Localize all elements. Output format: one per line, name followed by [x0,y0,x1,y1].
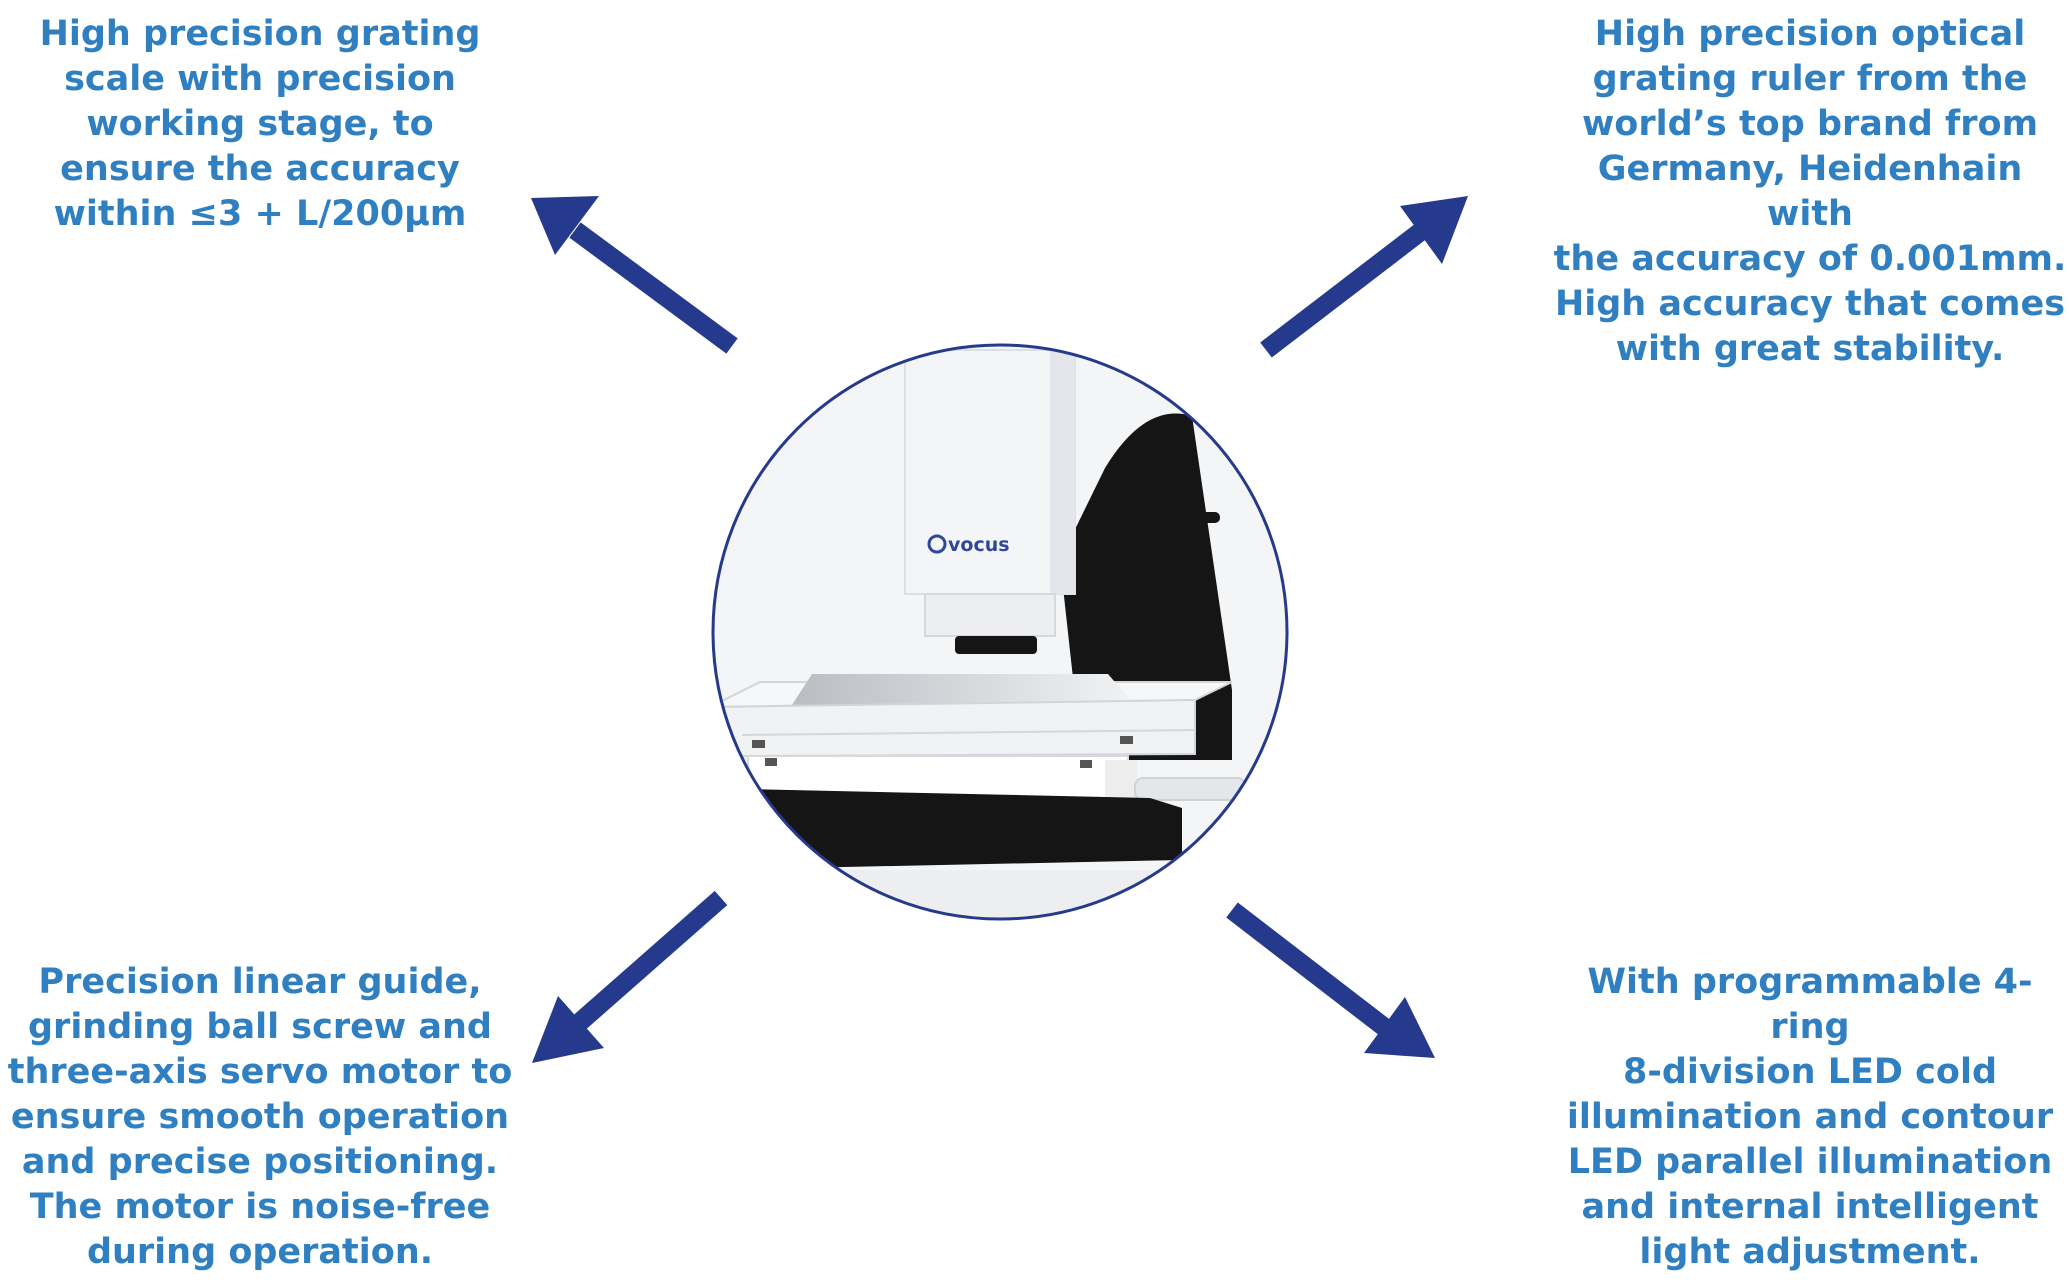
callout-top-left: High precision grating scale with precis… [39,14,481,234]
arrow-down-left-icon [532,890,728,1063]
arrow-up-left-icon [531,196,738,354]
machine-photo: vocus [713,345,1287,919]
callout-bottom-left: Precision linear guide, grinding ball sc… [7,962,513,1272]
logo-text: vocus [948,534,1010,556]
callout-bottom-right: With programmable 4-ring 8-division LED … [1566,962,2054,1272]
arrow-down-right-icon [1226,902,1435,1058]
vocus-logo-icon [927,534,947,554]
arrow-up-right-icon [1260,196,1468,358]
image-circle-frame [711,343,1289,921]
callout-top-right: High precision optical grating ruler fro… [1553,14,2067,369]
